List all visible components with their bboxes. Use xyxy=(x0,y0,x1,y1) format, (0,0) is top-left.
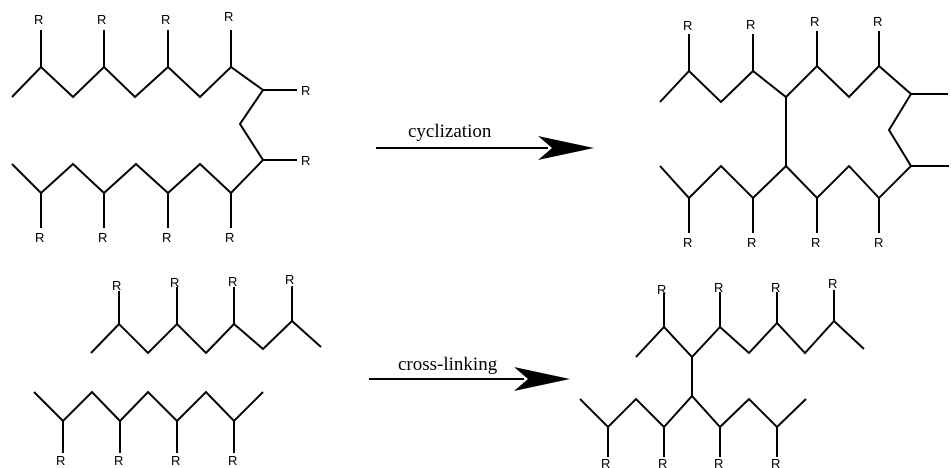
product1-top-chain xyxy=(659,64,948,104)
r-label: R xyxy=(228,453,237,468)
arrow-head xyxy=(538,136,594,160)
r-label: R xyxy=(657,282,666,297)
r-label: R xyxy=(97,12,106,27)
r-label: R xyxy=(170,275,179,290)
r-label: R xyxy=(228,274,237,289)
r-label: R xyxy=(161,12,170,27)
r-label: R xyxy=(285,272,294,287)
r-label: R xyxy=(874,235,883,250)
cross-linking-label: cross-linking xyxy=(398,354,498,375)
reactant2-upper-chain xyxy=(90,319,322,355)
r-label: R xyxy=(810,14,819,29)
r-label: R xyxy=(873,14,882,29)
r-label: R xyxy=(114,453,123,468)
cyclization-product: R R R R R R R R xyxy=(659,14,949,250)
r-label: R xyxy=(162,230,171,245)
r-label: R xyxy=(683,235,692,250)
r-label: R xyxy=(747,235,756,250)
r-label: R xyxy=(56,453,65,468)
cross-linking-arrow: cross-linking xyxy=(369,354,570,391)
r-label: R xyxy=(771,456,780,468)
product2-upper-chain xyxy=(635,319,865,359)
arrow-head xyxy=(514,367,570,391)
r-label: R xyxy=(658,456,667,468)
r-label: R xyxy=(225,230,234,245)
r-label: R xyxy=(714,456,723,468)
r-label: R xyxy=(771,280,780,295)
cross-linking-reactants: R R R R R R R R xyxy=(33,272,322,468)
cross-linking-product: R R R R R R R R xyxy=(579,276,865,468)
cyclization-arrow: cyclization xyxy=(376,121,594,160)
r-label: R xyxy=(714,280,723,295)
cyclization-reactant: R R R R R R R R R R xyxy=(11,9,310,245)
r-label: R xyxy=(301,153,310,168)
r-label: R xyxy=(34,12,43,27)
r-label: R xyxy=(828,276,837,291)
r-label: R xyxy=(35,230,44,245)
product2-lower-chain xyxy=(579,394,807,429)
r-label: R xyxy=(811,235,820,250)
r-label: R xyxy=(224,9,233,24)
cyclization-label: cyclization xyxy=(408,121,492,142)
product1-ring-right xyxy=(887,93,949,167)
r-label: R xyxy=(601,456,610,468)
reactant1-top-chain xyxy=(11,65,265,195)
r-label: R xyxy=(301,83,310,98)
product1-bottom-chain xyxy=(659,164,912,200)
reactant2-lower-chain xyxy=(33,390,264,423)
r-label: R xyxy=(112,278,121,293)
r-label: R xyxy=(171,453,180,468)
r-label: R xyxy=(746,17,755,32)
r-label: R xyxy=(98,230,107,245)
r-label: R xyxy=(683,18,692,33)
